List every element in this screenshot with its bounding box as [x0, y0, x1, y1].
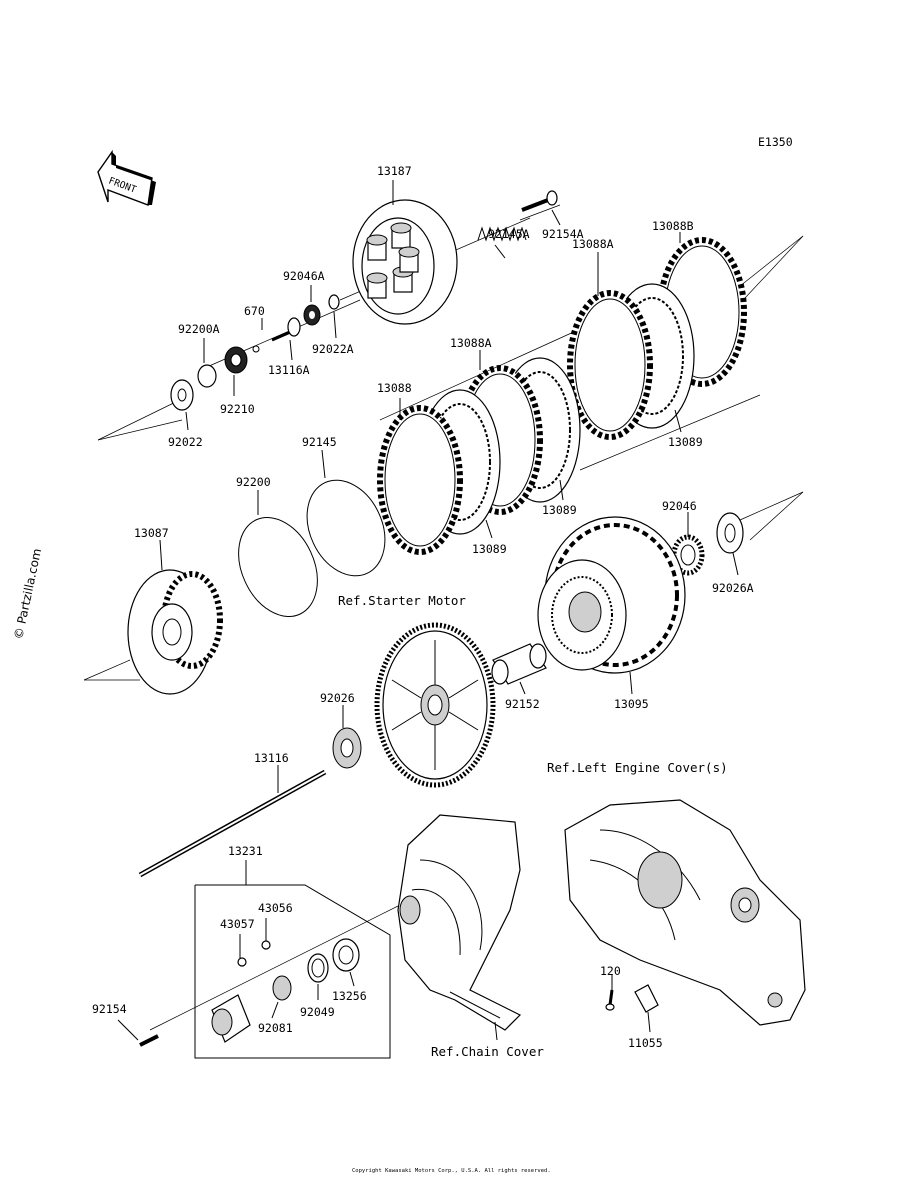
label-13116A: 13116A — [268, 363, 310, 377]
screw-43057 — [237, 957, 247, 967]
washer-92022 — [170, 379, 194, 411]
oring-92145 — [306, 479, 386, 577]
label-92046A: 92046A — [283, 269, 325, 283]
label-92200A: 92200A — [178, 322, 220, 336]
label-43057: 43057 — [220, 917, 255, 931]
label-92046: 92046 — [662, 499, 697, 513]
washer-92022A — [328, 294, 340, 310]
label-13116: 13116 — [254, 751, 289, 765]
label-92026: 92026 — [320, 691, 355, 705]
label-92026A: 92026A — [712, 581, 754, 595]
pressure-plate-13187 — [352, 199, 458, 325]
watermark: © Partzilla.com — [11, 547, 44, 640]
clamp-11055 — [634, 984, 659, 1013]
label-92154: 92154 — [92, 1002, 127, 1016]
label-11055: 11055 — [628, 1036, 663, 1050]
washer-92026A — [716, 512, 744, 554]
label-92152: 92152 — [505, 697, 540, 711]
release-mechanism — [211, 994, 251, 1043]
label-92145: 92145 — [302, 435, 337, 449]
label-120: 120 — [600, 964, 621, 978]
diagram-code: E1350 — [758, 135, 793, 149]
label-92022: 92022 — [168, 435, 203, 449]
release-assembly-box — [194, 884, 391, 1059]
clutch-housing-13095 — [537, 516, 686, 674]
label-92022A: 92022A — [312, 342, 354, 356]
fitting-43056 — [261, 940, 271, 950]
oring-92049 — [307, 953, 329, 983]
oring-92200 — [238, 516, 318, 618]
label-13089-low: 13089 — [472, 542, 507, 556]
label-13088A-mid: 13088A — [450, 336, 492, 350]
washer-92026 — [332, 727, 362, 769]
bearing-13256 — [332, 938, 360, 972]
label-13231: 13231 — [228, 844, 263, 858]
label-13088: 13088 — [377, 381, 412, 395]
nut-92210 — [224, 346, 248, 374]
friction-plate-13088A-top — [567, 290, 653, 440]
starter-gear — [374, 622, 496, 788]
ref-left-engine-cover: Ref.Left Engine Cover(s) — [547, 760, 728, 775]
pushrod-13116A — [271, 317, 301, 342]
label-13087: 13087 — [134, 526, 169, 540]
bolt-92154 — [139, 1034, 159, 1047]
label-43056: 43056 — [258, 901, 293, 915]
label-92200: 92200 — [236, 475, 271, 489]
left-engine-cover — [564, 799, 806, 1026]
ref-starter-motor: Ref.Starter Motor — [338, 593, 466, 608]
label-92049: 92049 — [300, 1005, 335, 1019]
ball-670 — [252, 345, 260, 353]
label-670: 670 — [244, 304, 265, 318]
label-13088A-top: 13088A — [572, 237, 614, 251]
label-13256: 13256 — [332, 989, 367, 1003]
ref-chain-cover: Ref.Chain Cover — [431, 1044, 544, 1059]
chain-cover — [397, 814, 522, 1031]
bolt-92154A — [521, 190, 558, 212]
front-arrow-icon: FRONT — [97, 149, 156, 206]
label-13088B: 13088B — [652, 219, 694, 233]
seal-92081 — [272, 975, 292, 1001]
spring-92145A — [477, 226, 527, 242]
clutch-hub-13087 — [127, 569, 223, 695]
label-13095: 13095 — [614, 697, 649, 711]
label-92154A: 92154A — [542, 227, 584, 241]
label-92145A: 92145A — [488, 227, 530, 241]
bearing-92046A — [303, 304, 321, 326]
label-92210: 92210 — [220, 402, 255, 416]
label-92081: 92081 — [258, 1021, 293, 1035]
label-13089-right: 13089 — [668, 435, 703, 449]
friction-plate-13088 — [377, 405, 463, 555]
oring-92200A — [197, 364, 217, 388]
needle-bearing-92046 — [671, 534, 705, 576]
collar-92152 — [491, 643, 547, 685]
bolt-120 — [605, 989, 615, 1011]
label-13187: 13187 — [377, 164, 412, 178]
pushrod-13116 — [138, 769, 327, 878]
footer-copyright: Copyright Kawasaki Motors Corp., U.S.A. … — [352, 1168, 551, 1174]
label-13089-mid: 13089 — [542, 503, 577, 517]
